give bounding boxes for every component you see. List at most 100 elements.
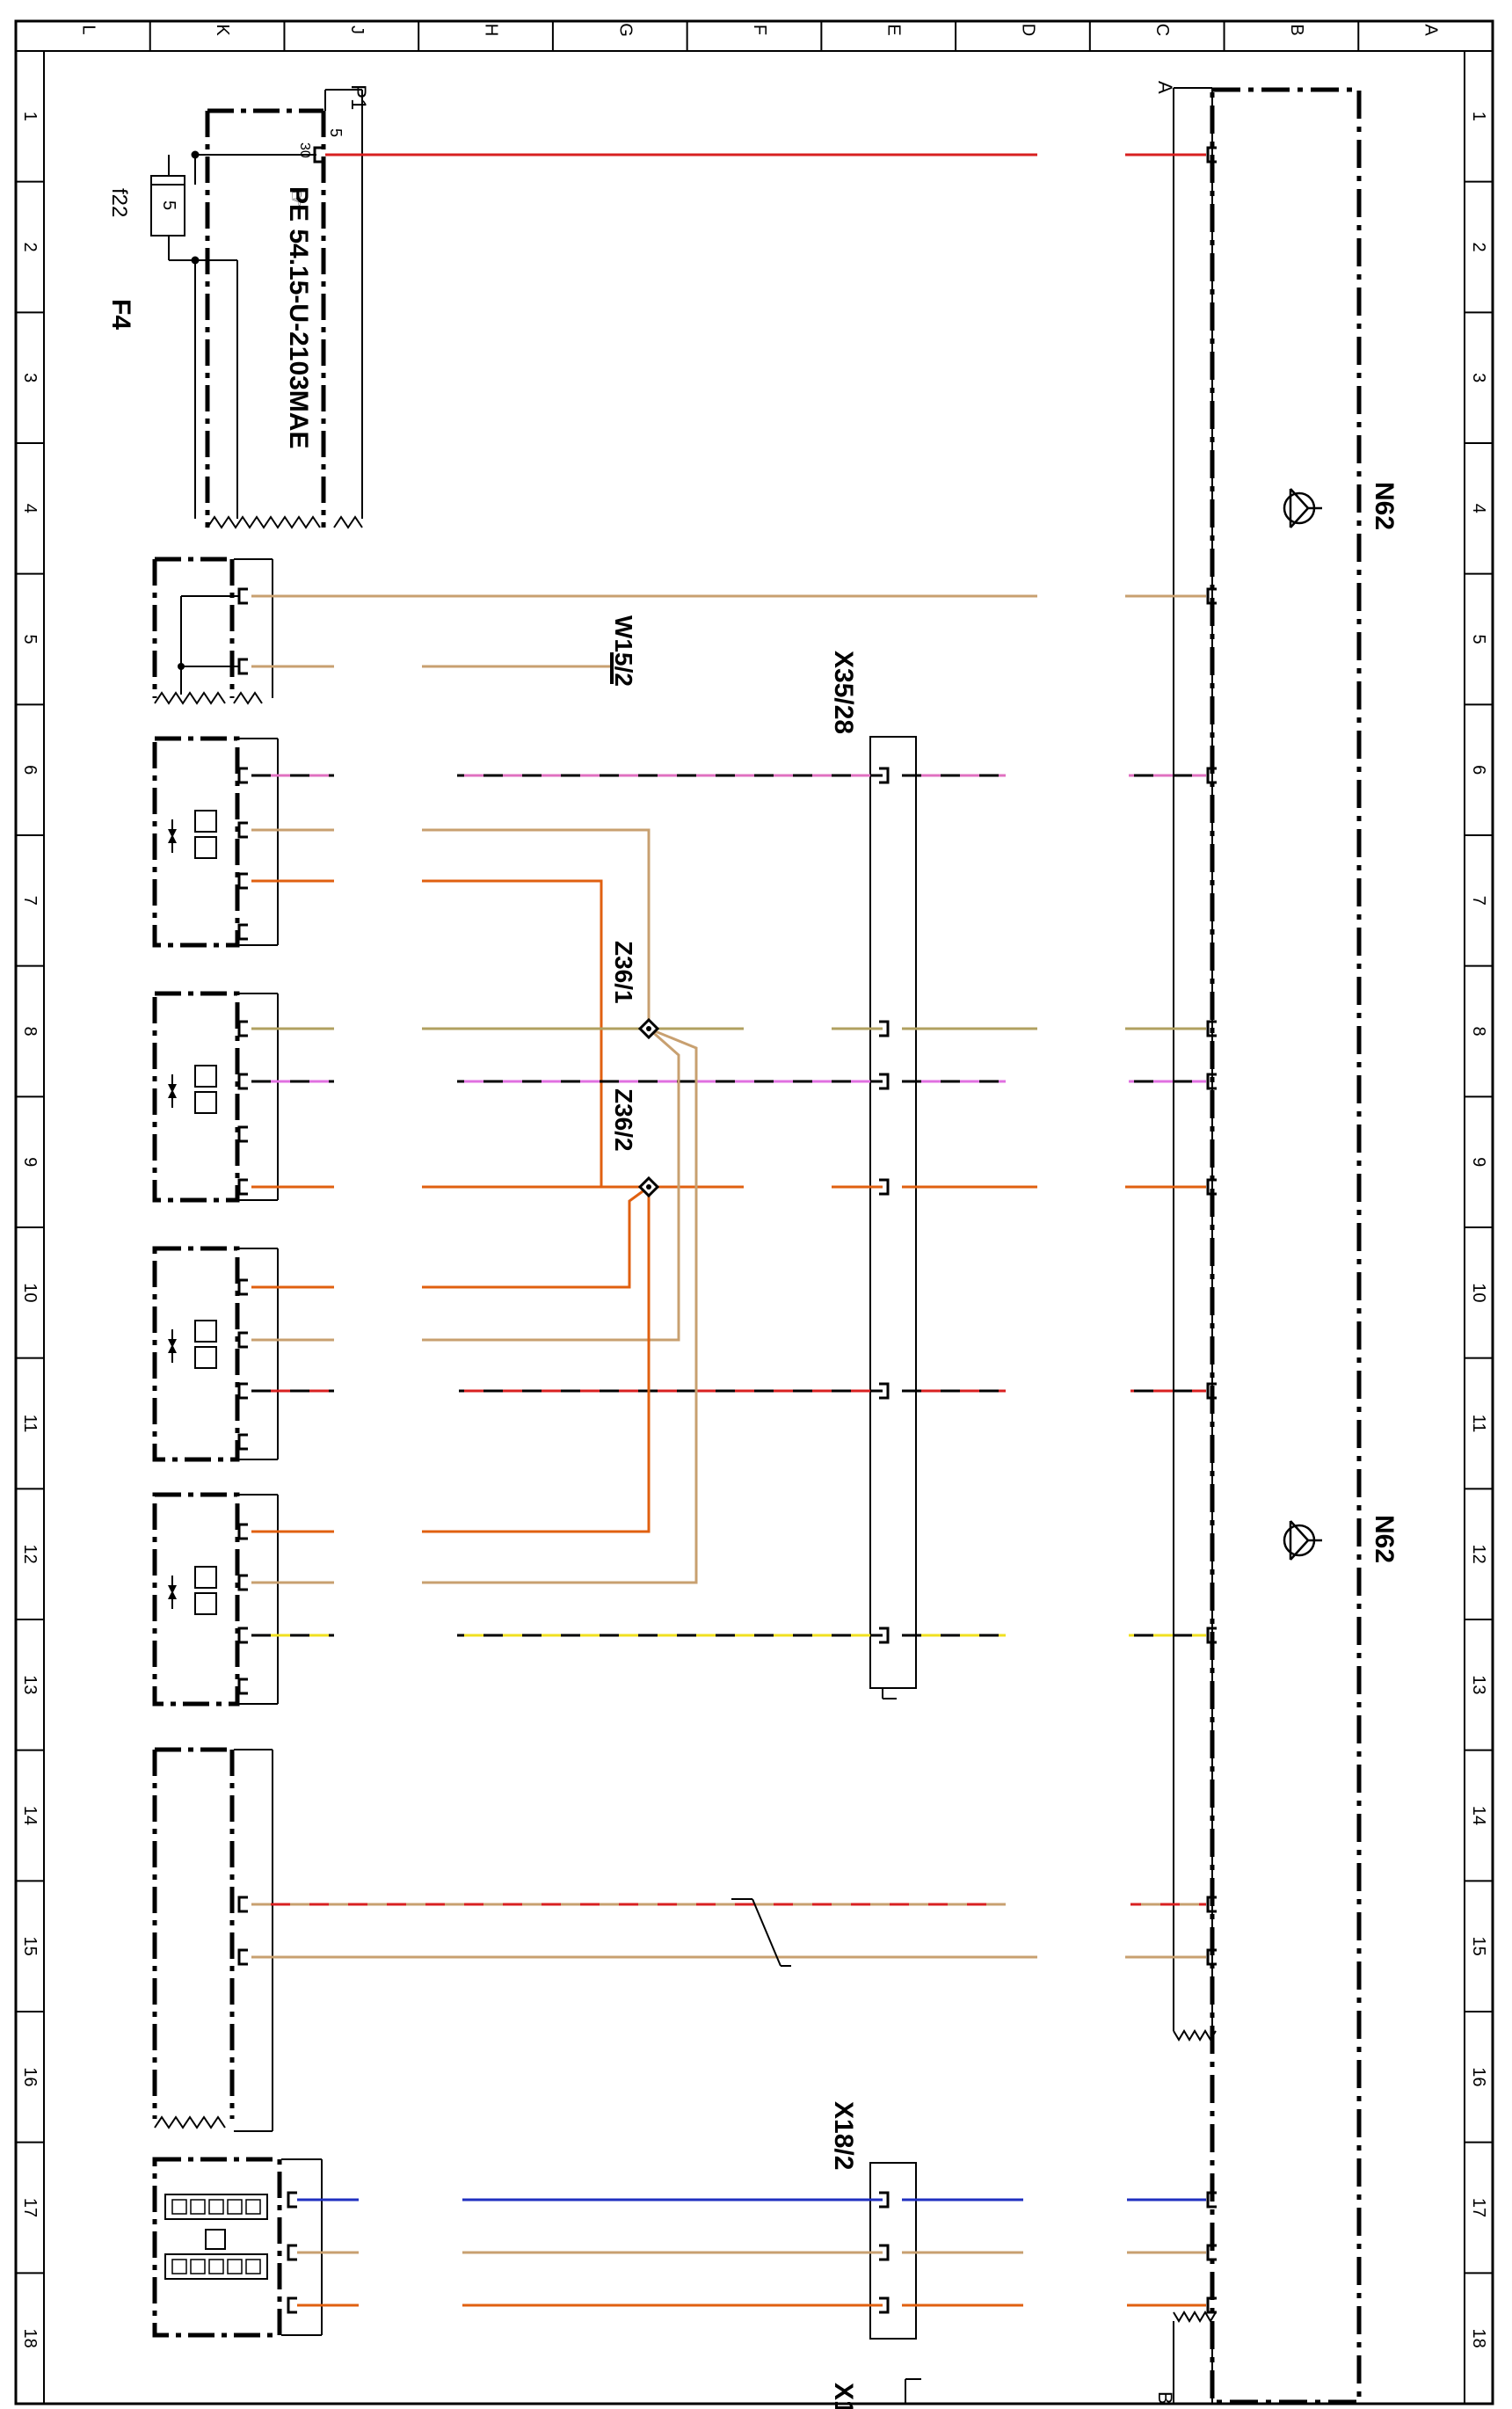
wire-w-canl [251, 1943, 1206, 1971]
wire-w-s10-right [902, 761, 1206, 790]
z36-splices: Z36/1 Z36/2 [610, 941, 637, 1152]
label-gap [334, 1517, 422, 1546]
pin-terminal [237, 821, 248, 839]
display-digit [227, 2259, 243, 2274]
x18-2-connector: X18/2 X1 [829, 2101, 921, 2409]
display-digit [190, 2199, 206, 2215]
wire-w-s10-left [251, 761, 883, 790]
sensor-element [194, 1320, 217, 1343]
wire-w-b87-2 [251, 1027, 698, 1597]
sensor-element [194, 1065, 217, 1088]
w15-ground-point: W15/2 [610, 615, 637, 687]
wire-w-s8-left [251, 1377, 883, 1405]
wire-w-data-left [297, 2186, 883, 2214]
pin-terminal [237, 1125, 248, 1143]
display-digit [227, 2199, 243, 2215]
pin-terminal [237, 587, 248, 605]
grid-col-label-C: C [1152, 24, 1172, 36]
grid-row-label-left: 4 [20, 504, 40, 513]
x1-label: X1 [829, 2383, 858, 2409]
pin-terminal [1206, 146, 1217, 164]
z36-2-label: Z36/2 [610, 1088, 637, 1152]
grid-row-label-left: 10 [20, 1283, 40, 1302]
grid-row-label-left: 1 [20, 112, 40, 121]
pin-terminal [313, 146, 323, 164]
grid-row-label-right: 11 [1469, 1415, 1488, 1433]
hand-pointer-icon: ☞ [286, 190, 308, 207]
a44-display-module [164, 2158, 323, 2336]
label-gap [334, 867, 422, 895]
pin-terminal [237, 1073, 248, 1090]
wire-w-a31-left [297, 2238, 883, 2267]
b8-7-sensor [168, 1494, 279, 1705]
label-gap [1037, 141, 1125, 169]
pin-terminal [1206, 1948, 1217, 1966]
pin-terminal [237, 1678, 248, 1695]
grid-row-label-right: 1 [1469, 112, 1488, 121]
pe-fuse-ref: PE 54.15-U-2103MAE [284, 186, 313, 448]
label-gap [359, 2238, 462, 2267]
label-gap [359, 2186, 462, 2214]
display-icon [205, 2229, 226, 2250]
label-gap [334, 1568, 422, 1597]
grid-col-label-A: A [1421, 24, 1441, 36]
label-gap [1023, 2291, 1127, 2319]
wire-w-b89-4 [251, 1173, 649, 1201]
speaker-icon [1283, 1520, 1322, 1561]
pin-terminal [879, 1627, 890, 1644]
grid-row-label-right: 14 [1469, 1806, 1488, 1825]
grid-row-label-left: 7 [20, 896, 40, 906]
pin-terminal [1206, 1020, 1217, 1037]
pin-terminal [1206, 1896, 1217, 1913]
grid-col-label-J: J [347, 25, 367, 34]
label-gap [334, 1377, 459, 1405]
display-segment [164, 2194, 268, 2220]
pin-terminal [237, 1433, 248, 1451]
pin-terminal [1206, 1382, 1217, 1400]
wire-line [251, 1027, 680, 1342]
sensor-housing [152, 736, 240, 948]
n62-bottom-label: N62 [1370, 1515, 1399, 1563]
n62-b-label: B [1154, 2391, 1176, 2405]
pin-terminal [237, 1574, 248, 1591]
splice-dot [646, 1184, 651, 1190]
grid-col-label-E: E [884, 24, 904, 35]
grid-col-label-K: K [213, 24, 232, 36]
x30-connector [152, 1747, 273, 2132]
grid-row-label-left: 11 [20, 1415, 40, 1433]
wire-line [251, 1027, 698, 1584]
grid-row-label-left: 17 [20, 2198, 40, 2217]
display-digit [208, 2259, 224, 2274]
wire-w-b810-2 [251, 816, 651, 1029]
wire-w-b87-4 [251, 1187, 651, 1546]
pin-terminal [237, 767, 248, 784]
wire-w-sh-right [902, 1015, 1206, 1043]
sensor-element [194, 836, 217, 859]
label-gap [334, 1273, 422, 1301]
label-gap [334, 1173, 422, 1201]
grid-row-label-left: 3 [20, 373, 40, 382]
label-gap [1023, 2186, 1127, 2214]
wire-w-b89-2 [251, 1015, 649, 1043]
wire-w-b88-4 [251, 1185, 650, 1301]
sensor-housing [152, 1492, 240, 1707]
grid-row-label-right: 10 [1469, 1283, 1488, 1302]
pin-terminal [879, 1382, 890, 1400]
pin-terminal [1206, 1073, 1217, 1090]
grid-row-label-right: 7 [1469, 896, 1488, 906]
wire-line [251, 1185, 650, 1289]
p1-pin: 5 [327, 128, 345, 137]
wire-w-b810-4 [251, 867, 603, 1187]
p1-label: P1 [346, 84, 370, 110]
pin-terminal [879, 2244, 890, 2261]
break-mark [154, 691, 226, 705]
sensor-element [194, 1346, 217, 1369]
pin-terminal [879, 1073, 890, 1090]
grid-row-label-left: 2 [20, 242, 40, 251]
grid-row-label-left: 6 [20, 765, 40, 775]
wire-w-u-right [902, 2291, 1206, 2319]
pin-terminal [287, 2296, 297, 2314]
break-mark [233, 691, 263, 705]
pin-terminal [237, 1627, 248, 1644]
